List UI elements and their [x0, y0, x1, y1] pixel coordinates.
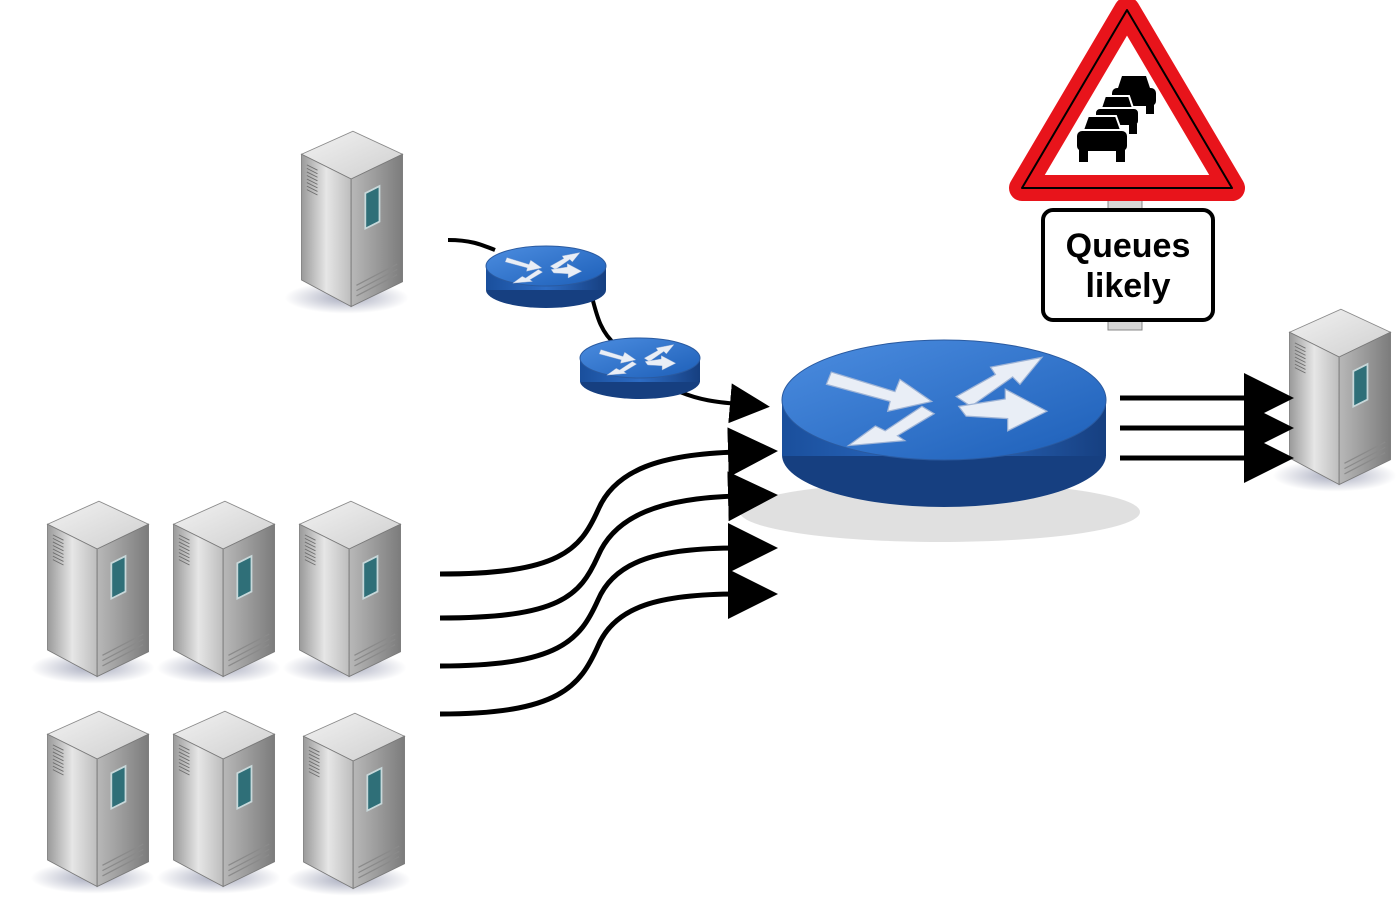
- flow-arrow-2: [439, 471, 778, 621]
- router-small-1: [485, 245, 607, 308]
- outgoing-flows: [1120, 373, 1294, 483]
- source-server-6: [285, 712, 412, 897]
- destination-server: [1271, 308, 1398, 493]
- sign-line-2: likely: [1085, 267, 1170, 305]
- sign-line-1: Queues: [1066, 227, 1191, 265]
- source-server-5: [155, 710, 282, 895]
- incoming-flows: [439, 427, 778, 717]
- main-router: [740, 339, 1140, 542]
- queue-of-cars-icon: [1075, 76, 1156, 162]
- source-server-3: [281, 500, 408, 685]
- flow-arrow-1: [439, 427, 778, 577]
- source-server-1: [29, 500, 156, 685]
- router-small-2: [579, 337, 701, 399]
- flow-arrow-3: [439, 523, 778, 669]
- queues-likely-sign: Queues likely: [1009, 0, 1245, 331]
- flow-arrow-4: [439, 569, 778, 717]
- source-server-4: [29, 710, 156, 895]
- server-top-left: [283, 130, 410, 315]
- source-server-2: [155, 500, 282, 685]
